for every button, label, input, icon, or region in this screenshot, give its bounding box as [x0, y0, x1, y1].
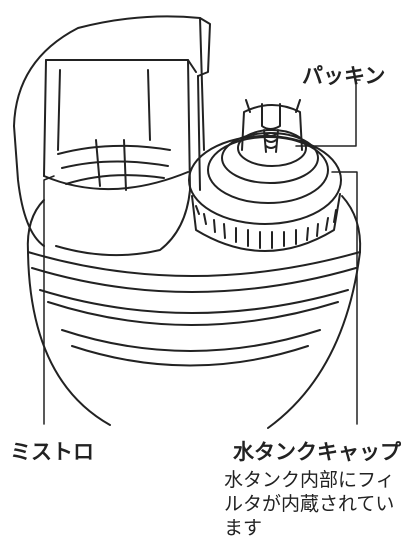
unit-body — [26, 195, 362, 429]
water-tank-cap-note: 水タンク内部にフィ ルタが内蔵されてい ます — [224, 468, 404, 540]
mist-port-label: ミストロ — [10, 440, 94, 464]
mist-port — [13, 15, 211, 257]
leader-cap — [331, 171, 358, 425]
note-line: ルタが内蔵されてい — [224, 493, 395, 515]
leader-mist — [43, 175, 55, 425]
note-line: ます — [224, 517, 263, 539]
water-tank-cap-label: 水タンクキャップ — [233, 440, 401, 464]
packing-label: パッキン — [302, 64, 386, 88]
water-tank-cap — [188, 99, 342, 252]
note-line: 水タンク内部にフィ — [224, 469, 395, 491]
leader-packing — [295, 79, 361, 147]
leader-lines — [43, 79, 361, 425]
